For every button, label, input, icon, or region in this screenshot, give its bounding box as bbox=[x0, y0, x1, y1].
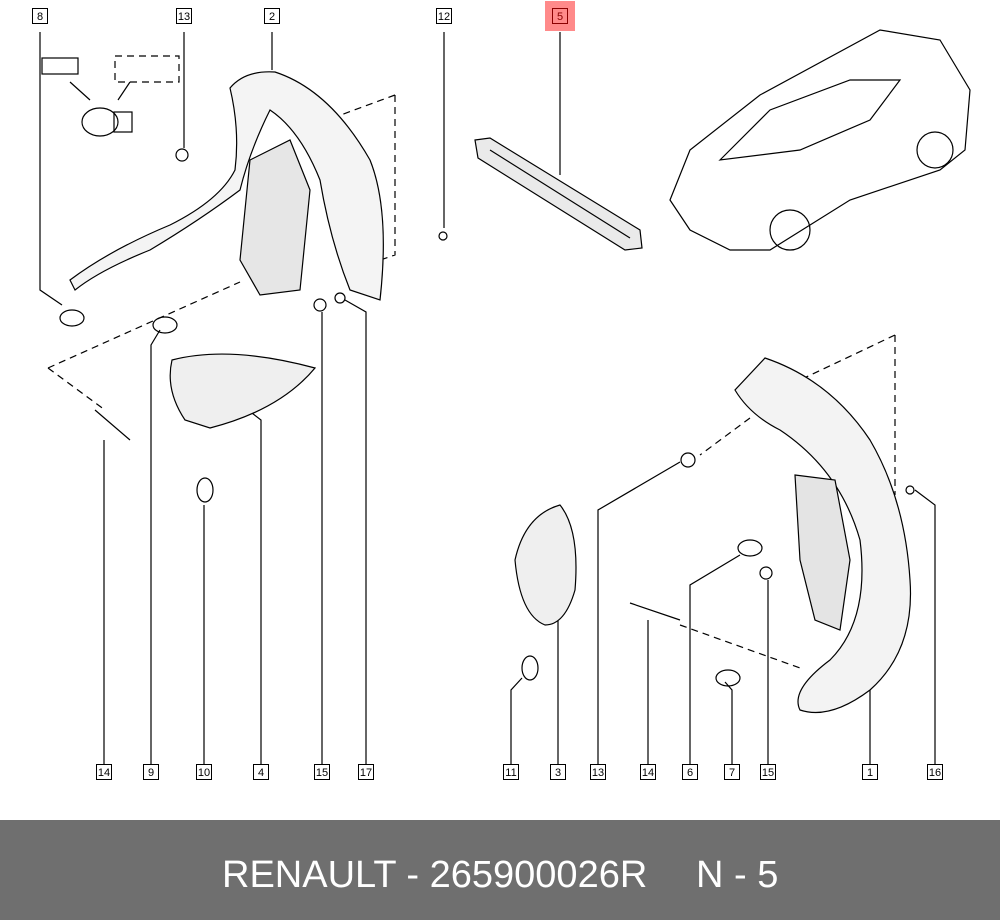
callout-6[interactable]: 6 bbox=[682, 764, 698, 780]
lamp-part-4 bbox=[169, 353, 317, 429]
callout-3[interactable]: 3 bbox=[550, 764, 566, 780]
rear-lamp-right-part-1 bbox=[734, 357, 912, 714]
callout-14[interactable]: 14 bbox=[96, 764, 112, 780]
lamp-part-3 bbox=[514, 504, 577, 626]
callout-11[interactable]: 11 bbox=[503, 764, 519, 780]
bulbs-and-screws bbox=[59, 148, 915, 687]
callout-14[interactable]: 14 bbox=[640, 764, 656, 780]
bulb-label-icon bbox=[41, 57, 79, 75]
callout-2[interactable]: 2 bbox=[264, 8, 280, 24]
callout-15[interactable]: 15 bbox=[314, 764, 330, 780]
parts-diagram bbox=[39, 29, 971, 764]
callout-8[interactable]: 8 bbox=[32, 8, 48, 24]
bulb-icon bbox=[81, 107, 133, 137]
leader-lines bbox=[39, 32, 936, 764]
brake-light-part-5 bbox=[474, 137, 643, 251]
footer-banner: RENAULT - 265900026R N - 5 bbox=[0, 820, 1000, 920]
callout-12[interactable]: 12 bbox=[436, 8, 452, 24]
callout-7[interactable]: 7 bbox=[724, 764, 740, 780]
car-illustration bbox=[669, 29, 971, 251]
callout-15[interactable]: 15 bbox=[760, 764, 776, 780]
arrows bbox=[69, 81, 131, 101]
callout-16[interactable]: 16 bbox=[927, 764, 943, 780]
callout-4[interactable]: 4 bbox=[253, 764, 269, 780]
reference-text: N - 5 bbox=[696, 854, 779, 896]
callout-5-highlighted[interactable]: 5 bbox=[545, 1, 575, 31]
callout-1[interactable]: 1 bbox=[862, 764, 878, 780]
part-number-text: RENAULT - 265900026R bbox=[222, 854, 648, 896]
callout-17[interactable]: 17 bbox=[358, 764, 374, 780]
callout-13[interactable]: 13 bbox=[590, 764, 606, 780]
callout-10[interactable]: 10 bbox=[196, 764, 212, 780]
rear-lamp-left-part-2 bbox=[69, 71, 384, 301]
callout-9[interactable]: 9 bbox=[143, 764, 159, 780]
callout-13[interactable]: 13 bbox=[176, 8, 192, 24]
